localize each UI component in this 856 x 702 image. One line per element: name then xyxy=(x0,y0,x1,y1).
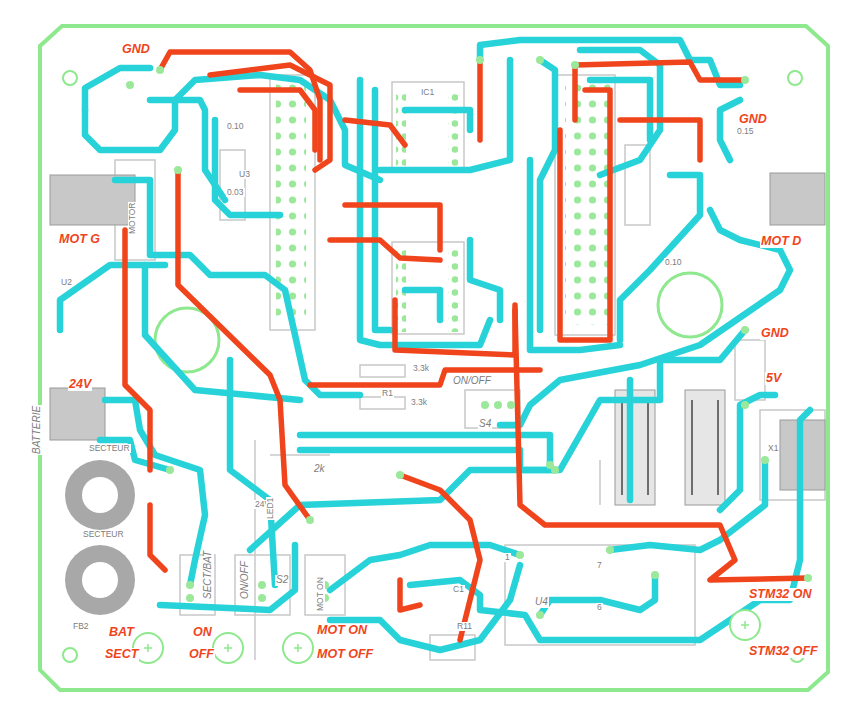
silkscreen-label: MOT ON xyxy=(316,576,325,612)
corner-holes xyxy=(63,71,804,662)
silkscreen-label: MOTOR xyxy=(128,202,137,235)
silkscreen-label: BATTERIE xyxy=(32,405,43,455)
silkscreen-label: 3.3k xyxy=(412,364,430,373)
silkscreen-label: 0.15 xyxy=(736,127,755,136)
silkscreen-label: X1 xyxy=(767,444,779,453)
terminal-blocks xyxy=(50,173,825,505)
bottom-traces xyxy=(60,40,810,650)
board-label: GND xyxy=(121,43,151,56)
board-label: OFF xyxy=(188,648,215,661)
silkscreen-label: FB2 xyxy=(72,622,90,631)
board-label: MOT D xyxy=(760,235,802,248)
silkscreen-label: 0.10 xyxy=(664,258,683,267)
board-label: BAT xyxy=(108,626,135,639)
silkscreen-label: C1 xyxy=(452,585,465,594)
silkscreen-label: ON/OFF xyxy=(452,376,492,387)
silkscreen xyxy=(115,75,825,660)
silkscreen-label: U2 xyxy=(60,278,73,287)
board-label: 5V xyxy=(765,372,782,385)
silkscreen-label: S2 xyxy=(275,575,289,586)
board-label: MOT OFF xyxy=(316,648,374,661)
power-jacks xyxy=(65,460,135,615)
silkscreen-label: ON/OFF xyxy=(240,560,251,600)
silkscreen-label: 6 xyxy=(596,603,603,612)
board-label: STM32 OFF xyxy=(748,645,819,658)
board-label: GND xyxy=(760,327,790,340)
fuse-holders xyxy=(622,400,718,495)
board-label: ON xyxy=(192,626,213,639)
board-label: SECT xyxy=(104,648,139,661)
button-marks xyxy=(144,621,749,652)
board-label: GND xyxy=(738,113,768,126)
silkscreen-label: S4 xyxy=(478,419,492,430)
silkscreen-label: 3.3k xyxy=(410,398,428,407)
silkscreen-label: IC1 xyxy=(420,88,435,97)
board-label: STM32 ON xyxy=(748,588,813,601)
silkscreen-label: SECTEUR xyxy=(82,530,125,539)
silkscreen-label: 1 xyxy=(504,553,511,562)
silkscreen-label: 7 xyxy=(596,561,603,570)
silkscreen-label: SECTEUR xyxy=(88,444,131,453)
silkscreen-label: R1 xyxy=(381,389,394,398)
board-label: 24V xyxy=(68,378,92,391)
pads xyxy=(126,56,812,619)
buttons xyxy=(133,610,760,663)
silkscreen-label: 0.03 xyxy=(226,188,245,197)
silkscreen-label: 2k xyxy=(313,464,326,475)
silkscreen-label: SECT/BAT xyxy=(203,550,214,600)
silkscreen-label: R11 xyxy=(456,622,473,631)
board-outline xyxy=(40,26,828,690)
board-label: MOT G xyxy=(58,233,101,246)
silkscreen-label: LED1 xyxy=(266,497,275,520)
mounting-holes xyxy=(155,273,722,372)
silkscreen-label: 0.10 xyxy=(226,122,245,131)
silkscreen-label: U4 xyxy=(534,597,549,608)
board-label: MOT ON xyxy=(316,624,368,637)
top-traces xyxy=(125,52,808,640)
silkscreen-label: U3 xyxy=(238,170,251,179)
